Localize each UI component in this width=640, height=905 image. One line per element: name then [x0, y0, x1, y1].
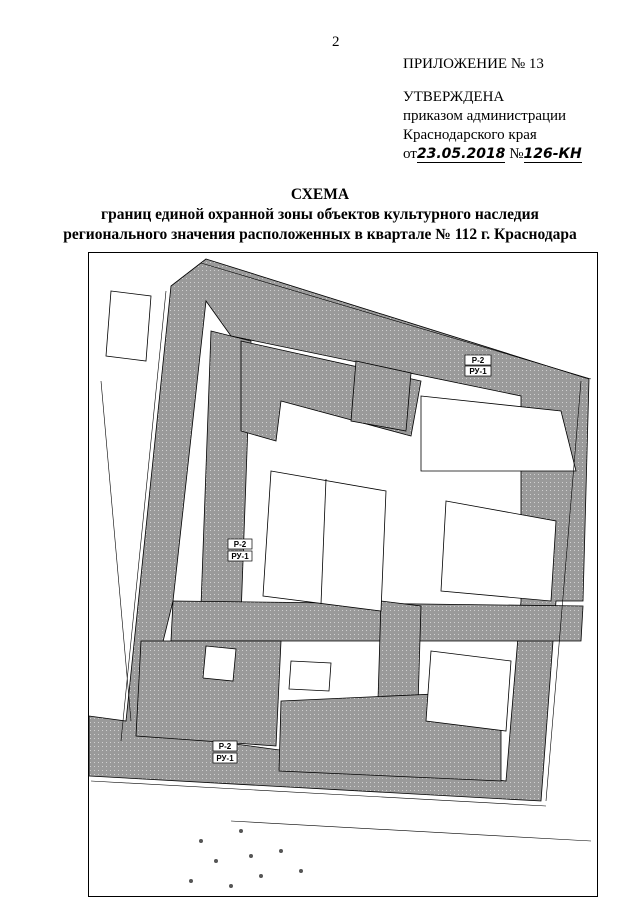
map-drawing: Р-2 РУ-1 Р-2 РУ-1 Р-2 РУ-1: [89, 258, 592, 888]
zone-label-top: Р-2: [472, 356, 485, 365]
approval-date-line: от23.05.2018 №126-КН: [403, 145, 582, 164]
buildings: [105, 290, 577, 732]
handwritten-number: 126-КН: [523, 146, 582, 163]
zone-label-bottom: РУ-1: [216, 754, 234, 763]
zone-left-bottom-block: [135, 640, 282, 747]
title-line2: границ единой охранной зоны объектов кул…: [101, 206, 539, 223]
approval-line2: приказом администрации: [403, 108, 567, 124]
zone-label-bottom: РУ-1: [231, 552, 249, 561]
page-number: 2: [332, 34, 340, 50]
building: [105, 290, 152, 362]
zone-label-top: Р-2: [219, 742, 232, 751]
building: [420, 395, 577, 472]
zone-label-2: Р-2 РУ-1: [227, 538, 253, 562]
document-title: СХЕМА границ единой охранной зоны объект…: [0, 185, 640, 245]
streets: [90, 262, 592, 842]
building: [425, 650, 512, 732]
date-prefix: от: [403, 146, 417, 162]
zone-label-1: Р-2 РУ-1: [464, 354, 492, 377]
trees: [189, 829, 303, 888]
title-line3: регионального значения расположенных в к…: [63, 226, 577, 243]
building: [202, 645, 237, 682]
protection-zone: [89, 258, 590, 802]
building: [288, 660, 332, 692]
number-prefix: №: [509, 146, 524, 162]
zone-label-top: Р-2: [234, 540, 247, 549]
zone-label-3: Р-2 РУ-1: [212, 740, 238, 764]
approval-line1: УТВЕРЖДЕНА: [403, 89, 505, 105]
title-main: СХЕМА: [290, 186, 350, 203]
building: [440, 500, 557, 602]
zone-top-block-2: [350, 360, 412, 432]
handwritten-date: 23.05.2018: [416, 146, 506, 163]
zone-inner-horizontal-band: [170, 600, 584, 642]
zone-label-bottom: РУ-1: [469, 367, 487, 376]
approval-line3: Краснодарского края: [403, 127, 537, 143]
appendix-heading: ПРИЛОЖЕНИЕ № 13: [403, 56, 544, 72]
building: [262, 470, 387, 612]
approval-block: УТВЕРЖДЕНА приказом администрации Красно…: [403, 88, 582, 164]
zone-map: Р-2 РУ-1 Р-2 РУ-1 Р-2 РУ-1: [88, 252, 598, 897]
